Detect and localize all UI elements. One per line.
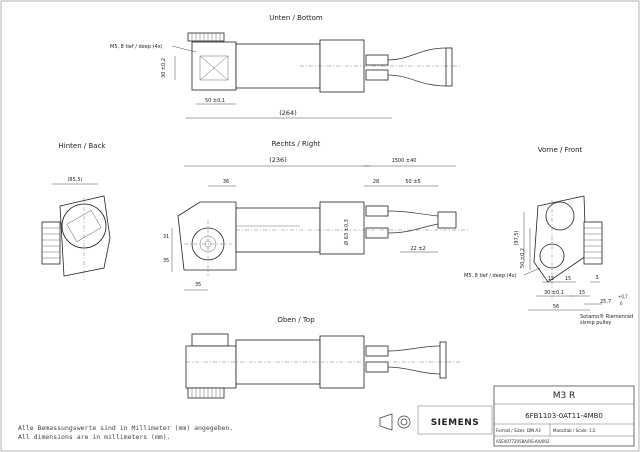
top-view-title: Oben / Top <box>277 316 315 324</box>
front-view: Vorne / Front (97,5) 50 ±0,2 M5, 8 tief … <box>464 146 633 326</box>
front-pulley <box>583 221 603 265</box>
right-view-title: Rechts / Right <box>272 140 321 148</box>
part-number: 6FB1103-0AT11-4MB0 <box>525 412 603 420</box>
front-pulley-note: Sotamo® Riemenrad <box>580 313 633 320</box>
right-dim-236: (236) <box>269 156 286 164</box>
top-gearbox <box>185 345 237 389</box>
right-dim-22: 22 ±2 <box>410 246 425 252</box>
bottom-gearbox <box>191 41 237 91</box>
projection-symbol-icon <box>379 413 411 431</box>
front-dim-15-c: 15 <box>579 290 585 296</box>
sheet-format: Format / Sizes: DIN A3 <box>496 428 541 433</box>
front-dim-3: 3 <box>595 275 598 281</box>
document-number: A5E40772058A/RS-AA/002 <box>496 439 550 444</box>
bottom-dim-30: 30 ±0,2 <box>161 58 167 78</box>
sheet-scale: Massstab / Scale: 1:2 <box>553 428 596 433</box>
bottom-thread-note: M5, 8 tief / deep (4x) <box>110 44 163 50</box>
right-dim-31: 31 <box>163 234 169 240</box>
right-dim-36: 36 <box>223 179 229 185</box>
front-dim-30: 30 ±0,1 <box>544 290 564 296</box>
top-gear-cover <box>191 333 229 347</box>
front-dim-50: 50 ±0,2 <box>520 248 526 268</box>
right-dim-28: 28 <box>373 179 379 185</box>
bottom-dim-264: (264) <box>279 109 296 117</box>
front-view-title: Vorne / Front <box>538 146 583 154</box>
bottom-view-title: Unten / Bottom <box>269 14 323 22</box>
front-thread-note: M5, 8 tief / deep (4x) <box>464 273 517 279</box>
bottom-pulley <box>187 32 225 42</box>
front-dim-56: 56 <box>553 304 559 310</box>
right-dim-35-horizontal: 35 <box>195 282 201 288</box>
bottom-dim-50: 50 ±0,1 <box>205 98 225 104</box>
brand-logo: SIEMENS <box>431 418 480 428</box>
back-view-title: Hinten / Back <box>59 142 107 150</box>
bottom-motor <box>235 43 321 89</box>
note-english: All dimensions are in millimeters (mm). <box>18 433 171 441</box>
top-view: Oben / Top <box>185 316 460 399</box>
front-dim-tol-upper: +0,7 <box>618 294 628 299</box>
right-motor-end <box>319 201 365 255</box>
right-dim-50: 50 ±5 <box>405 179 420 185</box>
front-dim-97-5: (97,5) <box>514 230 520 245</box>
note-german: Alle Bemassungswerte sind in Millimeter … <box>18 424 233 432</box>
bottom-view: Unten / Bottom M5, 8 tief / deep (4x) 30… <box>110 14 460 119</box>
title-block: M3 R 6FB1103-0AT11-4MB0 Format / Sizes: … <box>417 385 635 447</box>
top-pulley <box>187 387 225 399</box>
right-dim-35-vertical: 35 <box>163 258 169 264</box>
right-plug <box>437 211 457 229</box>
front-pulley-note-en: sismp pulley <box>580 320 611 326</box>
right-view: Rechts / Right (236) 36 1500 ±40 28 50 ±… <box>163 140 470 291</box>
back-connector-block <box>66 210 102 242</box>
front-dim-25-7: 25,7 <box>600 299 611 305</box>
front-dim-15-a: 15 <box>548 276 554 282</box>
back-view: Hinten / Back (85,5) <box>41 142 111 280</box>
back-pulley <box>41 221 61 265</box>
back-dim-85-5: (85,5) <box>67 177 82 183</box>
front-motor-face <box>545 201 575 231</box>
front-dim-15-b: 15 <box>565 276 571 282</box>
right-dim-1500: 1500 ±40 <box>392 158 417 164</box>
front-dim-tol-lower: 0 <box>620 301 623 306</box>
product-name: M3 R <box>553 391 576 401</box>
right-dim-dia63: Ø 63 ±0,3 <box>343 219 350 245</box>
